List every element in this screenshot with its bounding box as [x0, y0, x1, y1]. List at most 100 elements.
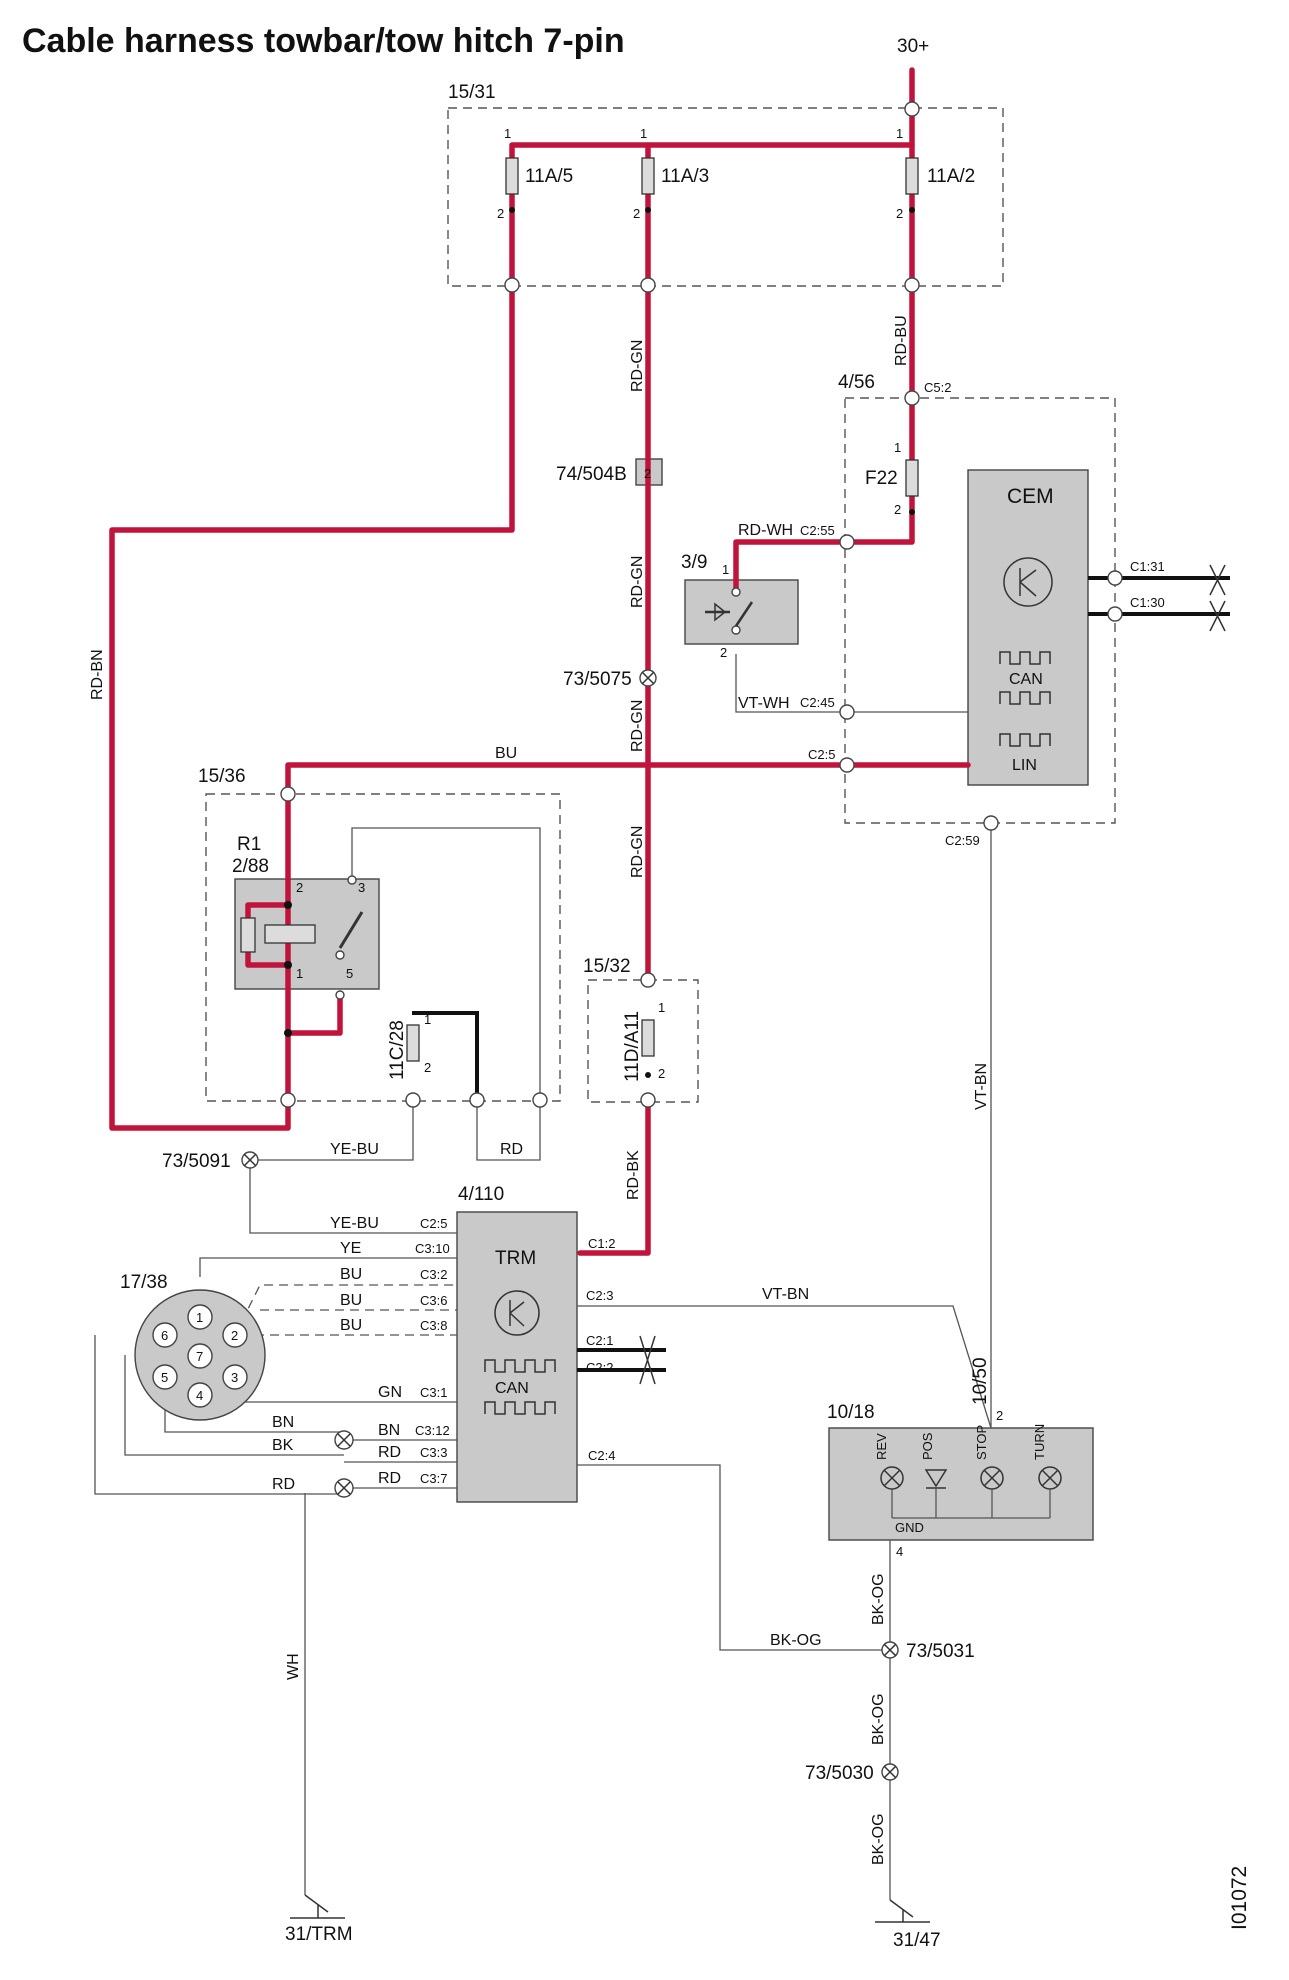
pin-numbers: 1 1 1 2 2 2 1 2 1 2 2 3 1 5 1 2 1 2 2 4 …: [161, 126, 1003, 1559]
conn-c3-10: C3:10: [415, 1241, 450, 1256]
fuse-11a-3-label: 11A/3: [661, 166, 709, 187]
svg-text:2: 2: [996, 1408, 1003, 1423]
wire-ye-label: YE: [340, 1240, 361, 1257]
lamp-unit-10-18-label: 10/18: [827, 1402, 875, 1423]
wire-vt-wh-label: VT-WH: [738, 695, 790, 712]
svg-text:2: 2: [896, 206, 903, 221]
svg-text:1: 1: [424, 1012, 431, 1027]
conn-c3-12: C3:12: [415, 1423, 450, 1438]
conn-c3-2: C3:2: [420, 1267, 447, 1282]
conn-c3-1: C3:1: [420, 1385, 447, 1400]
conn-c1-2: C1:2: [588, 1236, 615, 1251]
splice-73-5031-label: 73/5031: [906, 1641, 975, 1662]
wire-bk-og-label-3: BK-OG: [870, 1693, 887, 1745]
wire-ye: [199, 1257, 457, 1277]
relay-2-88-label: 2/88: [232, 856, 269, 877]
socket-17-38-label: 17/38: [120, 1272, 168, 1293]
lamp-internals: [880, 1466, 1062, 1519]
ground-31-47-label: 31/47: [893, 1930, 941, 1951]
conn-c2-59: C2:59: [945, 833, 980, 848]
relay-15-36-label: 15/36: [198, 766, 246, 787]
svg-text:2: 2: [720, 645, 727, 660]
socket-7-pin: [134, 1289, 266, 1421]
svg-text:2: 2: [424, 1060, 431, 1075]
wire-bn-label-2: BN: [378, 1422, 400, 1439]
wire-bk-og-label-1: BK-OG: [770, 1632, 822, 1649]
cem-module: [967, 469, 1089, 786]
conn-c2-1: C2:1: [586, 1333, 613, 1348]
lamp-pos-label: POS: [920, 1432, 935, 1460]
conn-c2-4: C2:4: [588, 1448, 615, 1463]
svg-text:1: 1: [640, 126, 647, 141]
svg-text:1: 1: [296, 966, 303, 981]
wire-vt-bn-trm: [577, 1305, 992, 1429]
cem-4-56-label: 4/56: [838, 372, 875, 393]
wire-rd-label-3: RD: [378, 1470, 401, 1487]
switch-symbol: [705, 587, 754, 635]
trm-can-label: CAN: [495, 1380, 529, 1397]
lamp-gnd-label: GND: [895, 1520, 924, 1535]
connector-74-504b-label: 74/504B: [556, 464, 627, 485]
wire-vt-bn-trm-label: VT-BN: [762, 1286, 809, 1303]
conn-c2-5-trm: C2:5: [420, 1216, 447, 1231]
svg-text:1: 1: [504, 126, 511, 141]
fusebox-15-31-outline: [447, 107, 1004, 287]
wire-rd-label-1: RD: [378, 1444, 401, 1461]
cem-can-label: CAN: [1009, 671, 1043, 688]
fuse-symbols: [406, 157, 919, 1078]
svg-text:6: 6: [161, 1328, 168, 1343]
svg-text:5: 5: [161, 1370, 168, 1385]
wire-bu-label-1: BU: [340, 1266, 362, 1283]
wire-bu-label: BU: [495, 745, 517, 762]
supply-30-label: 30+: [897, 36, 929, 57]
lamp-connector-10-50-label: 10/50: [970, 1357, 991, 1405]
conn-c3-3: C3:3: [420, 1445, 447, 1460]
lamp-unit-10-18: [828, 1427, 1094, 1541]
wire-rd-gn-label-3: RD-GN: [629, 700, 646, 752]
wire-gn-label: GN: [378, 1384, 402, 1401]
fuse-f22-label: F22: [865, 468, 898, 489]
wire-vt-wh: [735, 654, 847, 713]
svg-text:2: 2: [633, 206, 640, 221]
svg-text:5: 5: [346, 966, 353, 981]
switch-3-9-label: 3/9: [681, 552, 707, 573]
wire-wh-label: WH: [285, 1653, 302, 1680]
wire-rd-label-2: RD: [272, 1476, 295, 1493]
splice-73-5091-label: 73/5091: [162, 1151, 231, 1172]
wire-bu: [285, 762, 971, 793]
wire-relay-pin3: [351, 827, 541, 1100]
junction-nodes: [280, 101, 1123, 1108]
conn-c2-45: C2:45: [800, 695, 835, 710]
conn-c2-5: C2:5: [808, 747, 835, 762]
wire-bk-og-trm: [577, 1464, 890, 1651]
svg-text:1: 1: [658, 1000, 665, 1015]
svg-text:1: 1: [896, 126, 903, 141]
conn-c3-6: C3:6: [420, 1293, 447, 1308]
svg-text:3: 3: [231, 1370, 238, 1385]
cem-lin-label: LIN: [1012, 757, 1037, 774]
fuse-11a-5-label: 11A/5: [525, 166, 573, 187]
svg-text:7: 7: [196, 1349, 203, 1364]
svg-text:1: 1: [196, 1310, 203, 1325]
lamp-stop-label: STOP: [974, 1425, 989, 1460]
wire-bk-label: BK: [272, 1437, 294, 1454]
wire-rd-gn-label-2: RD-GN: [629, 556, 646, 608]
wire-vt-bn-label: VT-BN: [973, 1063, 990, 1110]
ground-symbols: [290, 1894, 930, 1923]
trm-4-110-label: 4/110: [458, 1184, 504, 1205]
wire-rd-bk-label: RD-BK: [625, 1150, 642, 1200]
conn-c1-31: C1:31: [1130, 559, 1165, 574]
fuse-11d-a11-label: 11D/A11: [622, 1011, 643, 1082]
svg-text:2: 2: [658, 1066, 665, 1081]
splice-symbols: [241, 669, 899, 1781]
relay-terminals: [240, 875, 364, 1037]
cem-label: CEM: [1007, 485, 1054, 508]
wire-rd-gn-label-1: RD-GN: [629, 340, 646, 392]
conn-c3-8: C3:8: [420, 1318, 447, 1333]
wire-ye-bu-label-1: YE-BU: [330, 1141, 379, 1158]
wire-rd-fuse-11c: [412, 1011, 479, 1100]
conn-c2-2: C2:2: [586, 1360, 613, 1375]
wire-rd-wh-label: RD-WH: [738, 522, 793, 539]
svg-text:2: 2: [296, 880, 303, 895]
wire-rd-gn-label-4: RD-GN: [629, 826, 646, 878]
